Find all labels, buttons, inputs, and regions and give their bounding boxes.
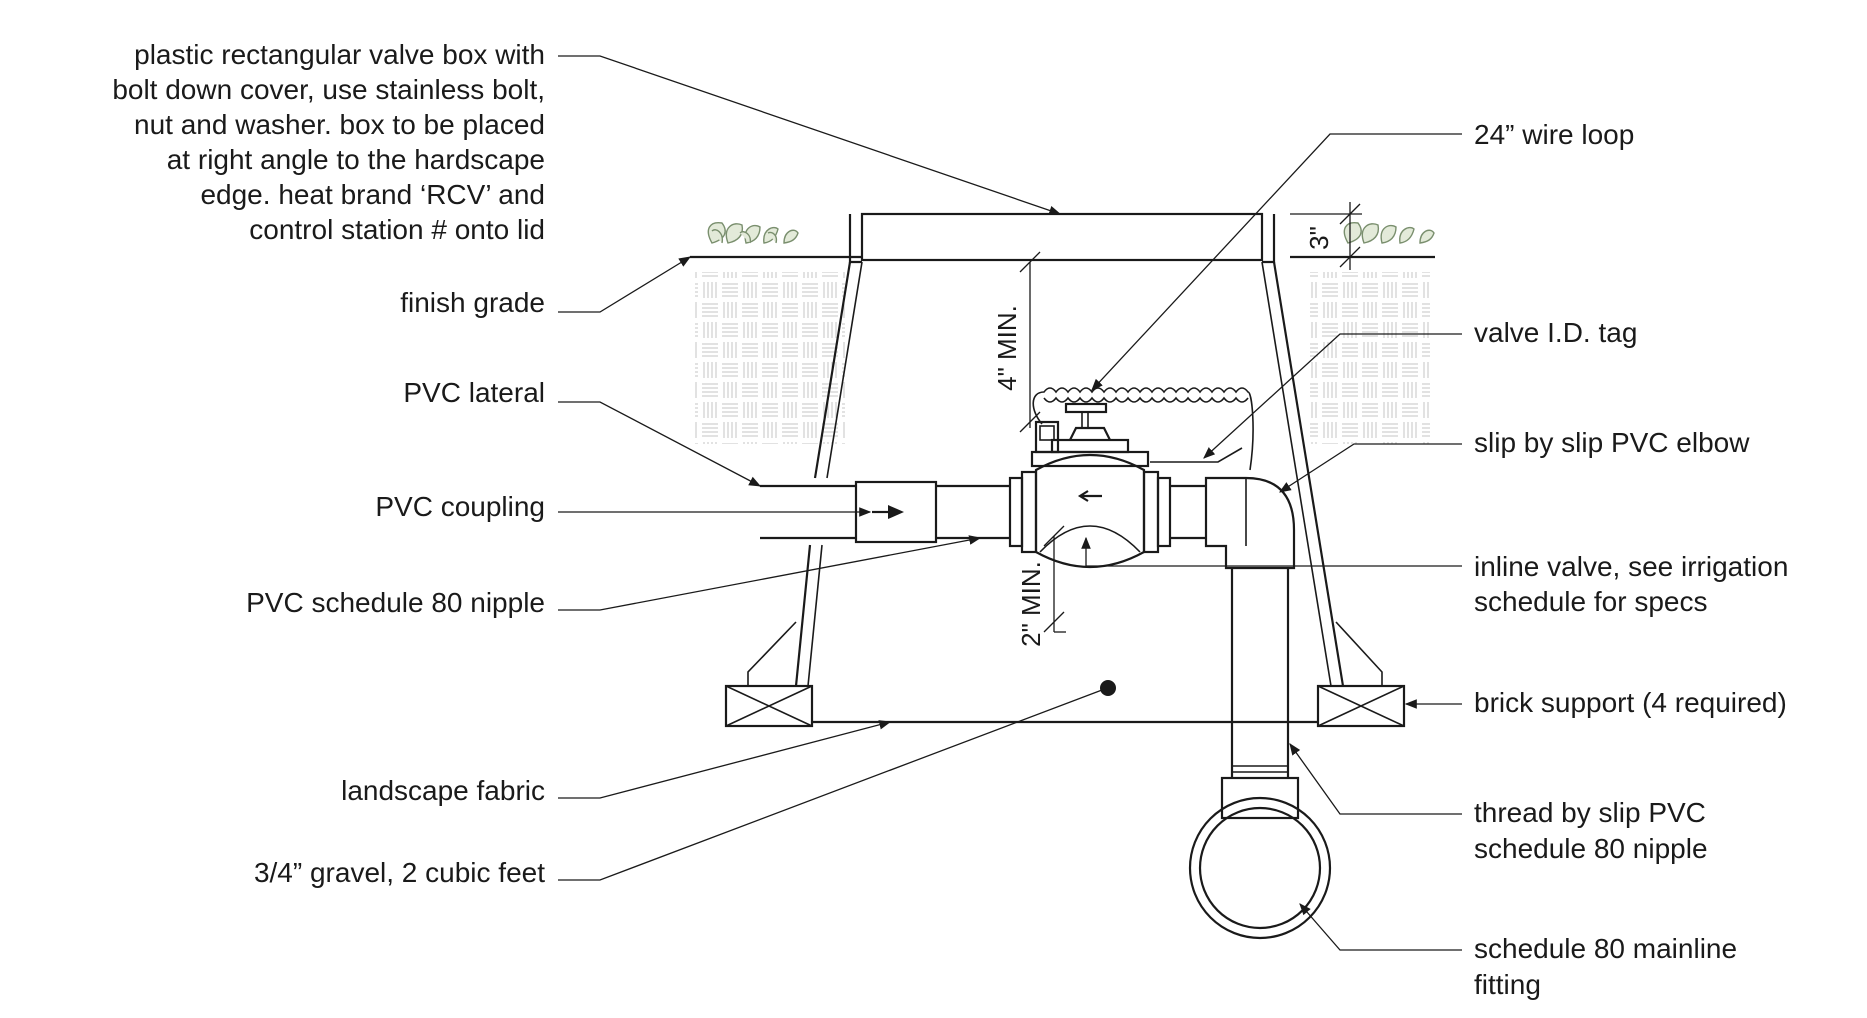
label-valve-tag: valve I.D. tag [1474, 317, 1637, 348]
gravel-dot [1100, 680, 1116, 696]
leader-thread-nipple [1289, 743, 1462, 815]
leader-landscape-fabric [558, 720, 892, 799]
dim-clearance-top-text: 4" MIN. [992, 305, 1022, 391]
svg-text:thread by slip PVC: thread by slip PVC [1474, 797, 1706, 828]
valve-box-wall-right-inner [1261, 261, 1332, 687]
valve-id-tag [1150, 447, 1243, 463]
pvc-riser [1230, 568, 1290, 778]
dim-clearance-bottom-text: 2" MIN. [1016, 561, 1046, 647]
valve-box-wall-left-outer [813, 261, 852, 479]
svg-text:at right angle to the hardscap: at right angle to the hardscape [167, 144, 545, 175]
valve-box-wall-left-inner [826, 261, 863, 479]
svg-text:control station # onto lid: control station # onto lid [249, 214, 545, 245]
svg-text:schedule 80 mainline: schedule 80 mainline [1474, 933, 1737, 964]
pvc-elbow [1170, 476, 1296, 570]
svg-text:fitting: fitting [1474, 969, 1541, 1000]
svg-text:schedule 80 nipple: schedule 80 nipple [1474, 833, 1708, 864]
label-finish-grade: finish grade [400, 287, 545, 318]
leader-pvc-nipple [558, 535, 982, 611]
soil-right [1310, 272, 1430, 444]
inline-valve [1008, 402, 1172, 568]
svg-text:nut and washer. box to be plac: nut and washer. box to be placed [134, 109, 545, 140]
pvc-lateral [760, 484, 856, 540]
valve-box-rim-left [848, 214, 862, 264]
label-pvc-coupling: PVC coupling [375, 491, 545, 522]
dimension-clearance-bottom [1043, 525, 1066, 633]
leader-mainline-fitting [1299, 903, 1462, 951]
svg-text:bolt down cover, use stainless: bolt down cover, use stainless bolt, [112, 74, 545, 105]
label-inline-valve: inline valve, see irrigation schedule fo… [1474, 551, 1788, 617]
valve-box-lid [860, 212, 1264, 262]
leader-gravel [558, 689, 1103, 881]
leader-inline-valve [1081, 536, 1462, 567]
dimension-clearance-top [1019, 251, 1041, 433]
plant-right-icon [1343, 222, 1435, 244]
label-landscape-fabric: landscape fabric [341, 775, 545, 806]
valve-box-flange-left [747, 621, 800, 687]
label-wire-loop: 24” wire loop [1474, 119, 1634, 150]
svg-text:edge. heat brand ‘RCV’ and: edge. heat brand ‘RCV’ and [200, 179, 545, 210]
dim-lid-height-text: 3" [1304, 226, 1334, 250]
leader-valve-box [558, 55, 1062, 216]
leader-pvc-lateral [558, 401, 762, 487]
wire-loop [1032, 387, 1254, 471]
brick-support-right [1316, 684, 1406, 728]
label-mainline-fitting: schedule 80 mainline fitting [1474, 933, 1737, 1000]
label-gravel: 3/4” gravel, 2 cubic feet [254, 857, 545, 888]
label-valve-box: plastic rectangular valve box with bolt … [112, 39, 545, 245]
wire-loop-lower [1043, 396, 1249, 403]
leader-wire-loop [1091, 133, 1462, 391]
label-pvc-nipple: PVC schedule 80 nipple [246, 587, 545, 618]
pvc-schedule-80-nipple [936, 484, 1010, 540]
label-brick-support: brick support (4 required) [1474, 687, 1787, 718]
valve-box-rim-right [1262, 214, 1276, 264]
mainline-fitting [1188, 776, 1332, 940]
svg-text:plastic rectangular valve box: plastic rectangular valve box with [134, 39, 545, 70]
valve-box-wall-left-lower [794, 544, 812, 687]
label-pvc-lateral: PVC lateral [403, 377, 545, 408]
soil-section [690, 255, 1435, 444]
leader-elbow [1278, 443, 1462, 493]
dimension-lid-height [1290, 202, 1362, 270]
label-thread-nipple: thread by slip PVC schedule 80 nipple [1474, 797, 1708, 864]
leader-finish-grade [558, 256, 692, 313]
svg-text:schedule for specs: schedule for specs [1474, 586, 1707, 617]
valve-box-wall-left-lower-inner [807, 544, 823, 687]
brick-support-left [724, 684, 814, 728]
label-elbow: slip by slip PVC elbow [1474, 427, 1750, 458]
svg-text:inline valve, see irrigation: inline valve, see irrigation [1474, 551, 1788, 582]
plant-left-icon [707, 222, 799, 244]
solenoid [1034, 420, 1060, 454]
soil-left [695, 272, 845, 444]
leader-valve-tag [1203, 333, 1462, 459]
